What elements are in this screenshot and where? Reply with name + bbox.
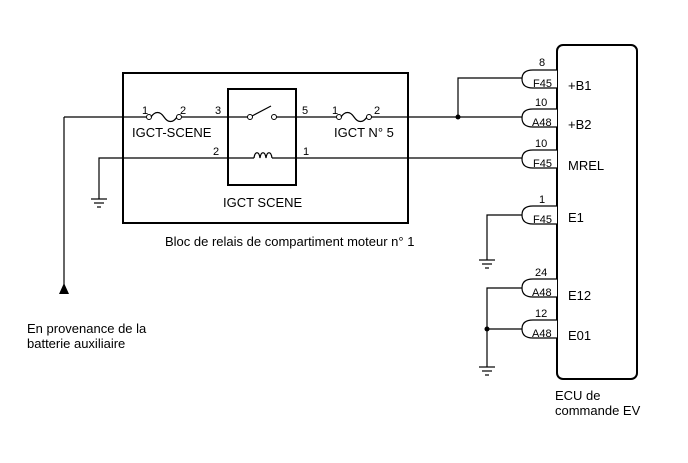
relay-block-outline bbox=[122, 72, 409, 224]
terminal-connector: A48 bbox=[532, 328, 552, 340]
connector-plug-icon bbox=[521, 319, 557, 339]
connector-plug-icon bbox=[521, 69, 557, 89]
relay-pin-coil-a: 2 bbox=[213, 146, 219, 158]
terminal-pin: 8 bbox=[539, 57, 545, 69]
coil-ground-wire bbox=[98, 157, 254, 199]
relay-pin-coil-b: 1 bbox=[303, 146, 309, 158]
terminal-pin: 10 bbox=[535, 97, 547, 109]
fuse-right-name: IGCT N° 5 bbox=[334, 125, 394, 140]
fuse-left-name: IGCT-SCENE bbox=[132, 125, 212, 140]
terminal-pin: 10 bbox=[535, 138, 547, 150]
relay-pin-switch-in: 3 bbox=[215, 105, 221, 117]
relay-switch-icon bbox=[247, 105, 277, 120]
connector-plug-icon bbox=[521, 205, 557, 225]
fuse-left-pin-in: 1 bbox=[142, 105, 148, 117]
fuse-igct-n5-icon bbox=[336, 111, 372, 123]
terminal-connector: A48 bbox=[532, 117, 552, 129]
relay-outline bbox=[227, 88, 297, 186]
junction-to-b1-wire bbox=[457, 77, 527, 117]
ground-icon bbox=[91, 198, 107, 208]
relay-coil-icon bbox=[253, 152, 273, 159]
terminal-pin: 12 bbox=[535, 308, 547, 320]
ecu-label-line1: ECU de bbox=[555, 388, 601, 403]
terminal-connector: F45 bbox=[533, 214, 552, 226]
connector-plug-icon bbox=[521, 108, 557, 128]
e12-ground-wire bbox=[486, 287, 527, 367]
source-label-line1: En provenance de la bbox=[27, 321, 147, 336]
supply-arrow-icon bbox=[59, 283, 69, 294]
fuse-igct-scene-icon bbox=[146, 111, 182, 123]
ground-icon bbox=[479, 366, 495, 376]
e1-ground-wire bbox=[486, 214, 527, 260]
ground-icon bbox=[479, 259, 495, 269]
ecu-label-line2: commande EV bbox=[555, 403, 641, 418]
terminal-connector: F45 bbox=[533, 158, 552, 170]
terminal-connector: A48 bbox=[532, 287, 552, 299]
terminal-name: +B1 bbox=[568, 78, 592, 93]
fuse-right-pin-out: 2 bbox=[374, 105, 380, 117]
fuse-right-pin-in: 1 bbox=[332, 105, 338, 117]
terminal-name: E01 bbox=[568, 328, 591, 343]
terminal-name: MREL bbox=[568, 158, 604, 173]
terminal-name: +B2 bbox=[568, 117, 592, 132]
connector-plug-icon bbox=[521, 149, 557, 169]
terminal-pin: 24 bbox=[535, 267, 547, 279]
source-label-line2: batterie auxiliaire bbox=[27, 336, 125, 351]
relay-block-label: Bloc de relais de compartiment moteur n°… bbox=[165, 234, 414, 249]
junction-dot bbox=[484, 326, 490, 332]
terminal-name: E1 bbox=[568, 210, 584, 225]
terminal-pin: 1 bbox=[539, 194, 545, 206]
connector-plug-icon bbox=[521, 278, 557, 298]
relay-pin-switch-out: 5 bbox=[302, 105, 308, 117]
terminal-connector: F45 bbox=[533, 78, 552, 90]
terminal-name: E12 bbox=[568, 288, 591, 303]
relay-name: IGCT SCENE bbox=[223, 195, 303, 210]
fuse-left-pin-out: 2 bbox=[180, 105, 186, 117]
